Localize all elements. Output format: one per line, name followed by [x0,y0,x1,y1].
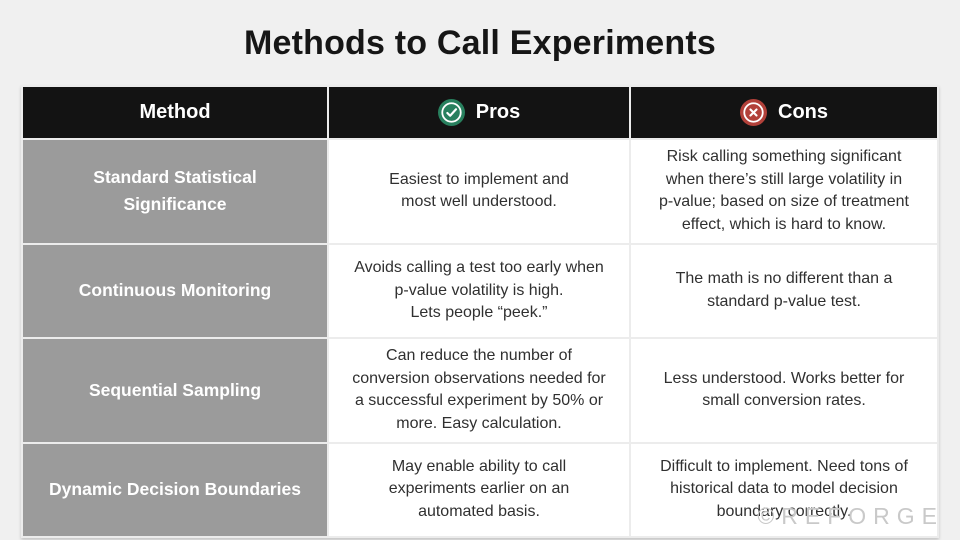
header-row: Method Pros [21,85,939,140]
table-row: Standard Statistical Significance Easies… [21,138,939,245]
header-method: Method [21,85,329,140]
table-row: Continuous Monitoring Avoids calling a t… [21,242,939,339]
cons-cell: Risk calling something significant when … [629,138,939,245]
method-cell: Sequential Sampling [21,336,329,444]
header-method-label: Method [139,101,211,123]
method-cell: Dynamic Decision Boundaries [21,441,329,538]
cons-cell: Less understood. Works better for small … [629,336,939,444]
pros-cell: Easiest to implement and most well under… [327,138,631,245]
cons-cell: Difficult to implement. Need tons of his… [629,441,939,538]
pros-cell: Avoids calling a test too early when p-v… [327,242,631,339]
method-cell: Standard Statistical Significance [21,138,329,245]
pros-cell: Can reduce the number of conversion obse… [327,336,631,444]
x-circle-icon [740,99,767,126]
header-cons: Cons [629,85,939,140]
header-cons-label: Cons [778,101,828,123]
method-cell: Continuous Monitoring [21,242,329,339]
check-circle-icon [437,99,465,126]
watermark: ©REFORGE [757,503,944,529]
table-row: Dynamic Decision Boundaries May enable a… [21,441,939,538]
page-title: Methods to Call Experiments [243,24,717,62]
table-row: Sequential Sampling Can reduce the numbe… [21,336,939,444]
header-pros-label: Pros [475,101,521,123]
header-pros: Pros [327,85,631,140]
pros-cell: May enable ability to call experiments e… [327,441,631,538]
methods-table: Method Pros [21,85,939,538]
cons-cell: The math is no different than a standard… [629,242,939,339]
